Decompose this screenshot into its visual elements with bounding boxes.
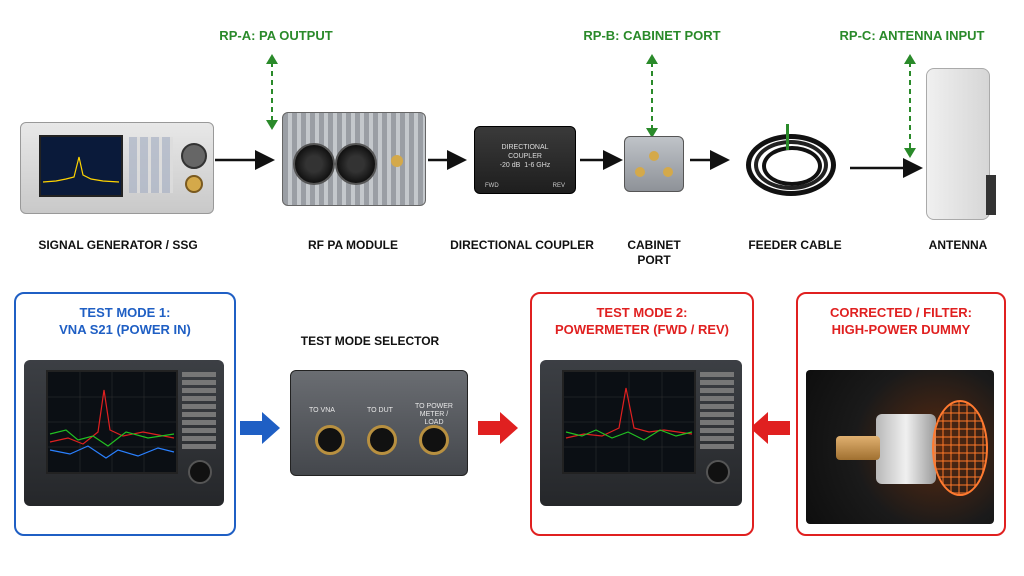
ssg-keypad xyxy=(129,137,173,193)
rp-a-label: RP-A: PA OUTPUT xyxy=(219,28,333,43)
rf-pa-module xyxy=(282,112,426,206)
ssg-connector xyxy=(185,175,203,193)
coupler-spec1: -20 dB xyxy=(499,162,521,169)
vna-keypad xyxy=(182,372,216,452)
power-meter-instrument xyxy=(540,360,742,506)
coupler-rev: REV xyxy=(552,183,565,189)
red-arrow-to-mode2 xyxy=(478,412,518,444)
signal-generator xyxy=(20,122,214,214)
port-connector xyxy=(635,167,645,177)
directional-coupler-label: DIRECTIONAL COUPLER xyxy=(450,238,594,252)
pa-connector xyxy=(391,155,403,167)
fan-icon xyxy=(293,143,335,185)
dummy-load-photo xyxy=(806,370,994,524)
test-mode-1-panel: TEST MODE 1: VNA S21 (POWER IN) xyxy=(14,292,236,536)
antenna-label: ANTENNA xyxy=(928,238,988,252)
vna-knob xyxy=(188,460,212,484)
dummy-load-connector xyxy=(836,436,880,460)
antenna xyxy=(926,68,990,220)
power-meter-screen xyxy=(562,370,696,474)
selector-knob[interactable] xyxy=(419,425,449,455)
selector-port3-label: TO POWER METER / LOAD xyxy=(415,403,453,426)
corrected-filter-title: CORRECTED / FILTER: HIGH-POWER DUMMY xyxy=(829,305,973,337)
test-mode-1-title: TEST MODE 1: VNA S21 (POWER IN) xyxy=(59,305,191,337)
feeder-cable-label: FEEDER CABLE xyxy=(748,238,842,252)
port-connector xyxy=(649,151,659,161)
coupler-face-line1: DIRECTIONAL xyxy=(501,144,549,151)
test-mode-selector: TO VNA TO DUT TO POWER METER / LOAD xyxy=(290,370,468,476)
signal-generator-label: SIGNAL GENERATOR / SSG xyxy=(38,238,198,252)
feeder-cable xyxy=(740,124,836,202)
selector-knob[interactable] xyxy=(315,425,345,455)
coupler-face-line2: COUPLER xyxy=(508,153,542,160)
selector-port1-label: TO VNA xyxy=(309,407,335,414)
antenna-mount xyxy=(986,175,996,215)
selector-knob[interactable] xyxy=(367,425,397,455)
vna-instrument xyxy=(24,360,224,506)
vna-screen xyxy=(46,370,178,474)
power-meter-knob xyxy=(706,460,730,484)
power-meter-keypad xyxy=(700,372,734,452)
selector-title: TEST MODE SELECTOR xyxy=(300,334,440,348)
test-mode-2-title: TEST MODE 2: POWERMETER (FWD / REV) xyxy=(554,305,730,337)
dummy-load-body xyxy=(876,414,936,484)
rf-pa-module-label: RF PA MODULE xyxy=(308,238,398,252)
ssg-knob xyxy=(181,143,207,169)
test-mode-2-panel: TEST MODE 2: POWERMETER (FWD / REV) xyxy=(530,292,754,536)
rp-b-label: RP-B: CABINET PORT xyxy=(583,28,721,43)
cabinet-port xyxy=(624,136,684,192)
selector-port2-label: TO DUT xyxy=(367,407,393,414)
coupler-fwd: FWD xyxy=(485,183,499,189)
heat-cage-icon xyxy=(932,400,988,496)
directional-coupler: DIRECTIONAL COUPLER -20 dB 1-6 GHz FWD R… xyxy=(474,126,576,194)
red-arrow-from-dummy xyxy=(750,412,790,444)
fan-icon xyxy=(335,143,377,185)
rp-c-label: RP-C: ANTENNA INPUT xyxy=(839,28,985,43)
corrected-filter-panel: CORRECTED / FILTER: HIGH-POWER DUMMY xyxy=(796,292,1006,536)
coupler-spec2: 1-6 GHz xyxy=(524,162,551,169)
blue-arrow xyxy=(240,412,280,444)
cabinet-port-label: CABINET PORT xyxy=(627,238,681,267)
ssg-screen xyxy=(39,135,123,197)
port-connector xyxy=(663,167,673,177)
